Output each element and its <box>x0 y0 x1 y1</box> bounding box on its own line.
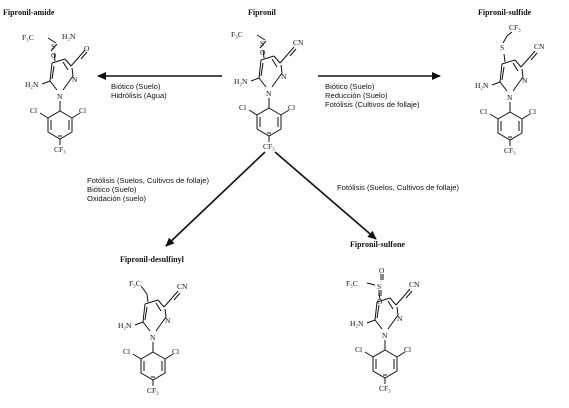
cf3-group: CF₃ <box>263 142 275 151</box>
cyano-group: CN <box>534 42 545 51</box>
nitrogen-atom: N <box>281 72 287 81</box>
structure-fipronil-amide: S O F₃C O H₂N H₂N N N Cl Cl CF₃ <box>22 32 90 154</box>
nitrogen-atom: N <box>266 89 272 98</box>
nitrogen-atom: N <box>57 92 63 101</box>
chlorine-atom: Cl <box>123 347 130 356</box>
chlorine-atom: Cl <box>30 106 37 115</box>
pathway-label: Reducción (Suelo) <box>325 91 388 100</box>
amide-oxygen-atom: O <box>84 44 90 53</box>
cyano-group: CN <box>409 280 420 289</box>
chlorine-atom: Cl <box>480 107 487 116</box>
cyano-group: CN <box>177 282 188 291</box>
pathway-label: Fotólisis (Suelos, Cultivos de follaje) <box>87 176 209 185</box>
chlorine-atom: Cl <box>239 103 246 112</box>
structure-fipronil: S O F₃C CN H₂N N N Cl Cl CF₃ <box>231 30 304 151</box>
amino-group: H₂N <box>25 80 39 89</box>
oxygen-atom: O <box>379 266 385 275</box>
chlorine-atom: Cl <box>79 106 86 115</box>
cf3-group: F₃C <box>346 279 358 288</box>
pathway-label: Biótico (Suelo) <box>87 185 137 194</box>
compound-name-fipronil-amide: Fipronil-amide <box>3 8 55 17</box>
amino-group: H₂N <box>234 77 248 86</box>
compound-name-fipronil: Fipronil <box>248 8 277 17</box>
cf3-group: F₃C <box>231 30 243 39</box>
cf3-group: CF₃ <box>54 145 66 154</box>
sulfur-atom: S <box>500 43 504 52</box>
nitrogen-atom: N <box>165 316 171 325</box>
amino-group: H₂N <box>118 321 132 330</box>
pathway-label: Fotólisis (Cultivos de follaje) <box>325 100 420 109</box>
nitrogen-atom: N <box>522 76 528 85</box>
compound-name-fipronil-sulfide: Fipronil-sulfide <box>478 8 532 17</box>
arrow-to-desulfinyl <box>165 151 266 247</box>
pathway-label: Oxidación (suelo) <box>87 194 147 203</box>
cf3-group: CF₃ <box>379 384 391 393</box>
nitrogen-atom: N <box>382 331 388 340</box>
cf3-group: CF₃ <box>147 386 159 395</box>
amino-group: H₂N <box>350 319 364 328</box>
amino-group: H₂N <box>475 81 489 90</box>
nitrogen-atom: N <box>72 75 78 84</box>
oxygen-atom: O <box>377 297 383 306</box>
chlorine-atom: Cl <box>529 107 536 116</box>
pathway-label: Biótico (Suelo) <box>325 82 375 91</box>
compound-name-fipronil-sulfone: Fipronil-sulfone <box>350 240 405 249</box>
chlorine-atom: Cl <box>404 345 411 354</box>
cf3-group: F₃C <box>129 279 141 288</box>
oxygen-atom: O <box>260 48 266 57</box>
sulfur-atom: S <box>51 42 55 51</box>
cyano-group: CN <box>293 38 304 47</box>
arrow-to-sulfone <box>274 151 377 240</box>
chlorine-atom: Cl <box>355 345 362 354</box>
chlorine-atom: Cl <box>172 347 179 356</box>
nitrogen-atom: N <box>507 93 513 102</box>
nitrogen-atom: N <box>150 333 156 342</box>
sulfur-atom: S <box>377 282 381 291</box>
structure-fipronil-desulfinyl: F₃C CN H₂N N N Cl Cl CF₃ <box>118 279 188 395</box>
cf3-group: F₃C <box>22 33 34 42</box>
cf3-group: CF₃ <box>509 23 521 32</box>
cf3-group: CF₃ <box>504 146 516 155</box>
compound-name-fipronil-desulfinyl: Fipronil-desulfinyl <box>120 255 185 264</box>
sulfur-atom: S <box>260 39 264 48</box>
amide-nh2-group: H₂N <box>62 32 76 41</box>
nitrogen-atom: N <box>397 314 403 323</box>
chlorine-atom: Cl <box>288 103 295 112</box>
pathway-label: Biótico (Suelo) <box>111 82 161 91</box>
oxygen-atom: O <box>51 51 57 60</box>
pathway-label: Hidrólisis (Agua) <box>111 91 167 100</box>
structure-fipronil-sulfide: S CF₃ CN H₂N N N Cl Cl CF₃ <box>475 23 545 155</box>
pathway-label: Fotólisis (Suelos, Cultivos de follaje) <box>337 183 459 192</box>
structure-fipronil-sulfone: S O O F₃C CN H₂N N N Cl Cl CF₃ <box>346 266 420 393</box>
